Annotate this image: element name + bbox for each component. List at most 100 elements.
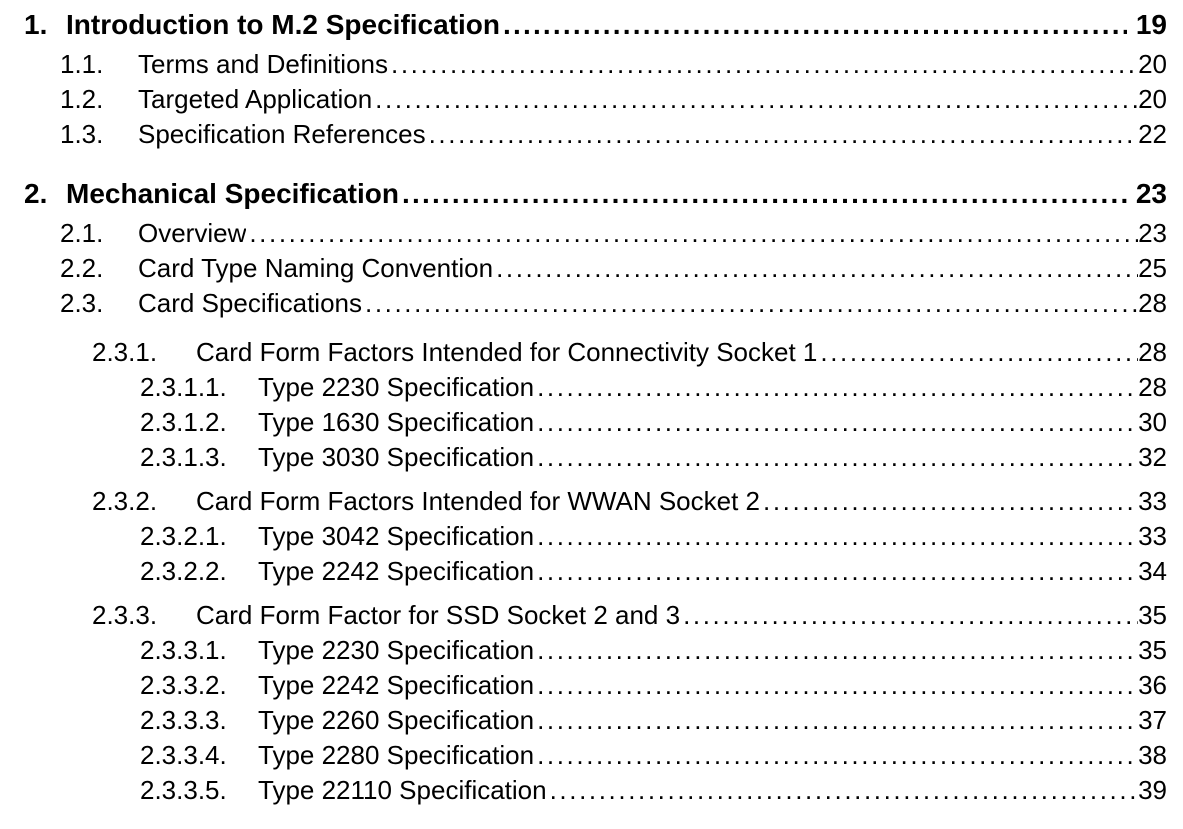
entry-number: 1.2. <box>60 84 104 114</box>
toc-entry: 2.3.1.Card Form Factors Intended for Con… <box>0 335 1167 370</box>
toc-entry: 2.3.3.1. Type 2230 Specification 35 <box>0 633 1167 668</box>
leader-dots <box>534 519 1138 554</box>
entry-page: 30 <box>1138 407 1167 437</box>
entry-title: Type 2242 Specification <box>258 556 535 586</box>
entry-number: 1.1. <box>60 49 104 79</box>
toc-entry: 2.3.1.3.Type 3030 Specification32 <box>0 440 1167 475</box>
entry-page: 22 <box>1138 119 1167 149</box>
toc-entry: 2.3.2.1. Type 3042 Specification 33 <box>0 519 1167 554</box>
toc-entry: 2.3.1.1. Type 2230 Specification 28 <box>0 370 1167 405</box>
entry-page: 35 <box>1138 635 1167 665</box>
leader-dots <box>372 82 1138 117</box>
toc-entry: 2.3.2.2. Type 2242 Specification 34 <box>0 554 1167 589</box>
entry-title: Type 2230 Specification <box>258 372 535 402</box>
toc-entry: 2.3.3.3. Type 2260 Specification 37 <box>0 703 1167 738</box>
leader-dots <box>534 738 1138 773</box>
leader-dots <box>547 773 1138 808</box>
entry-page: 28 <box>1138 372 1167 402</box>
entry-title: Type 1630 Specification <box>258 407 535 437</box>
entry-title: Targeted Application <box>138 84 373 114</box>
leader-dots <box>362 286 1138 321</box>
entry-title: Mechanical Specification <box>66 178 399 209</box>
entry-title: Type 22110 Specification <box>258 775 547 805</box>
entry-number: 2.3.2. <box>92 486 158 516</box>
entry-page: 39 <box>1138 775 1167 805</box>
entry-page: 23 <box>1135 178 1167 209</box>
entry-page: 32 <box>1138 442 1167 472</box>
entry-page: 37 <box>1138 705 1167 735</box>
leader-dots <box>500 3 1127 47</box>
toc-entry: 1.Introduction to M.2 Specification19 <box>0 3 1167 47</box>
entry-number: 2.3.1.2. <box>140 407 227 437</box>
entry-number: 2.3.2.2. <box>140 556 227 586</box>
leader-dots <box>534 440 1138 475</box>
toc-entry: 2.3.1.2. Type 1630 Specification 30 <box>0 405 1167 440</box>
entry-title: Card Type Naming Convention <box>138 253 494 283</box>
leader-dots <box>426 117 1138 152</box>
toc-entry: 2.2. Card Type Naming Convention 25 <box>0 251 1167 286</box>
toc-entry: 2.3. Card Specifications 28 <box>0 286 1167 321</box>
entry-title: Type 2260 Specification <box>258 705 535 735</box>
leader-dots <box>760 484 1138 519</box>
entry-page: 25 <box>1138 253 1167 283</box>
entry-number: 2.3.3.3. <box>140 705 227 735</box>
toc-entry: 2.3.3.2. Type 2242 Specification 36 <box>0 668 1167 703</box>
entry-page: 23 <box>1138 218 1167 248</box>
entry-number: 2.3.3.4. <box>140 740 227 770</box>
entry-title: Card Form Factor for SSD Socket 2 and 3 <box>196 600 681 630</box>
entry-number: 2. <box>24 178 48 209</box>
toc-entry: 1.3. Specification References 22 <box>0 117 1167 152</box>
entry-title: Type 3030 Specification <box>258 442 535 472</box>
entry-title: Type 2242 Specification <box>258 670 535 700</box>
entry-title: Card Form Factors Intended for WWAN Sock… <box>196 486 760 516</box>
entry-title: Type 3042 Specification <box>258 521 535 551</box>
entry-page: 38 <box>1138 740 1167 770</box>
entry-number: 2.3.1.1. <box>140 372 227 402</box>
entry-page: 33 <box>1138 486 1167 516</box>
entry-number: 2.1. <box>60 218 104 248</box>
entry-page: 36 <box>1138 670 1167 700</box>
entry-number: 2.3.2.1. <box>140 521 227 551</box>
leader-dots <box>534 703 1138 738</box>
leader-dots <box>534 668 1138 703</box>
entry-page: 35 <box>1138 600 1167 630</box>
toc-entry: 1.2.Targeted Application20 <box>0 82 1167 117</box>
leader-dots <box>388 47 1138 82</box>
entry-title: Specification References <box>138 119 426 149</box>
entry-number: 2.3.3. <box>92 600 158 630</box>
toc-entry: 1.1.Terms and Definitions20 <box>0 47 1167 82</box>
leader-dots <box>534 554 1138 589</box>
entry-title: Card Specifications <box>138 288 362 318</box>
entry-number: 2.3.3.1. <box>140 635 227 665</box>
entry-title: Card Form Factors Intended for Connectiv… <box>196 337 818 367</box>
entry-number: 2.3.3.2. <box>140 670 227 700</box>
toc-entry: 2.1. Overview 23 <box>0 216 1167 251</box>
leader-dots <box>817 335 1138 370</box>
entry-title: Overview <box>138 218 247 248</box>
leader-dots <box>399 172 1127 216</box>
entry-number: 2.2. <box>60 253 104 283</box>
toc-entry: 2.3.3.5. Type 22110 Specification 39 <box>0 773 1167 808</box>
leader-dots <box>493 251 1138 286</box>
toc-entry: 2.3.3.4. Type 2280 Specification 38 <box>0 738 1167 773</box>
entry-title: Introduction to M.2 Specification <box>66 9 500 40</box>
entry-number: 2.3.3.5. <box>140 775 227 805</box>
leader-dots <box>534 633 1138 668</box>
entry-page: 28 <box>1138 288 1167 318</box>
toc-entry: 2. Mechanical Specification 23 <box>0 172 1167 216</box>
entry-page: 20 <box>1138 49 1167 79</box>
leader-dots <box>246 216 1138 251</box>
entry-title: Type 2280 Specification <box>258 740 535 770</box>
leader-dots <box>680 598 1138 633</box>
toc-entry: 2.3.3. Card Form Factor for SSD Socket 2 … <box>0 598 1167 633</box>
entry-number: 1. <box>24 9 48 40</box>
entry-page: 34 <box>1138 556 1167 586</box>
leader-dots <box>534 405 1138 440</box>
entry-number: 2.3. <box>60 288 104 318</box>
entry-number: 1.3. <box>60 119 104 149</box>
entry-page: 33 <box>1138 521 1167 551</box>
entry-title: Type 2230 Specification <box>258 635 535 665</box>
toc-entry: 2.3.2. Card Form Factors Intended for WWA… <box>0 484 1167 519</box>
entry-page: 28 <box>1138 337 1167 367</box>
